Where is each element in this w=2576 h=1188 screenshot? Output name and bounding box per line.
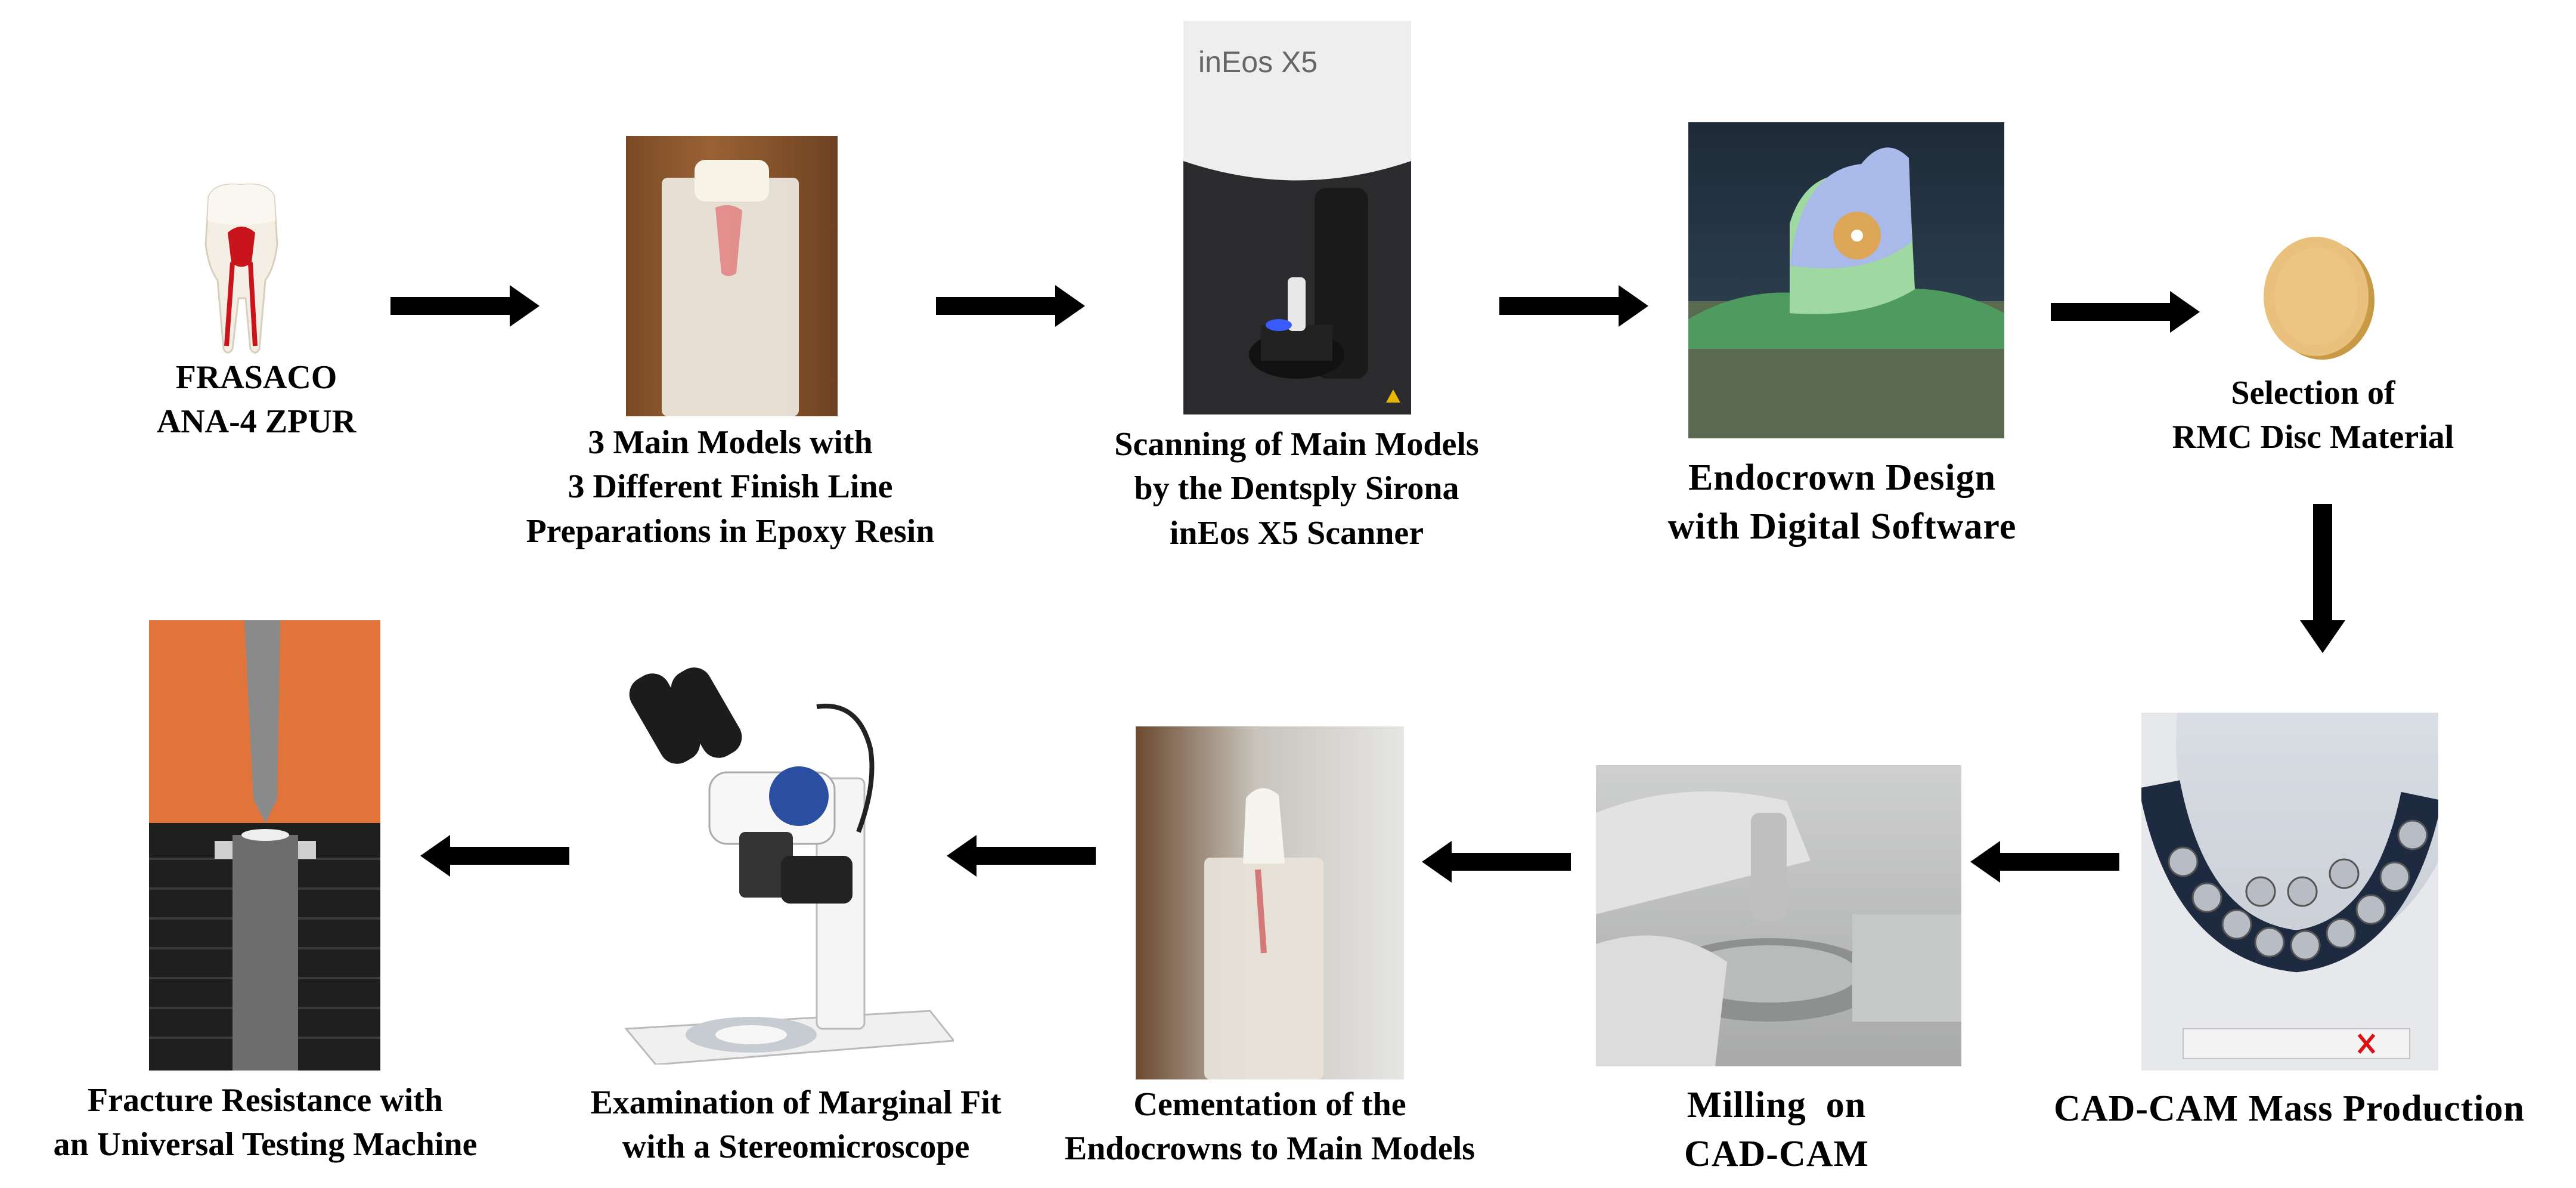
step-caption-disc: Selection of RMC Disc Material (2122, 371, 2504, 460)
caption-line: with Digital Software (1667, 506, 2017, 547)
caption-line: Endocrowns to Main Models (1064, 1130, 1475, 1168)
step-caption-marginal-fit: Examination of Marginal Fit with a Stere… (548, 1081, 1043, 1170)
flow-arrow-right (1499, 285, 1648, 327)
epoxy-model-photo (626, 136, 838, 416)
caption-line: ANA-4 ZPUR (156, 403, 357, 441)
stereomicroscope-photo (620, 653, 954, 1065)
caption-line: Endocrown Design (1688, 457, 1997, 498)
step-caption-main-models: 3 Main Models with 3 Different Finish Li… (477, 420, 984, 553)
flow-arrow-right (2051, 291, 2200, 333)
flow-arrow-left (1970, 841, 2119, 883)
flow-arrow-left (1422, 841, 1571, 883)
caption-line: FRASACO (175, 359, 337, 396)
flow-arrow-right (390, 285, 540, 327)
caption-line: Cementation of the (1133, 1086, 1406, 1123)
cementation-photo (1136, 726, 1404, 1079)
caption-line: Preparations in Epoxy Resin (526, 512, 935, 550)
caption-line: CAD-CAM Mass Production (2054, 1088, 2525, 1129)
caption-line: Examination of Marginal Fit (590, 1084, 1002, 1121)
tooth-photo (191, 179, 292, 358)
caption-line: Fracture Resistance with (87, 1082, 444, 1119)
caption-line: with a Stereomicroscope (622, 1128, 970, 1166)
step-caption-mass-production: CAD-CAM Mass Production (2015, 1084, 2563, 1133)
flow-arrow-right (936, 285, 1085, 327)
caption-line: RMC Disc Material (2172, 419, 2454, 456)
caption-line: Milling on (1687, 1085, 1867, 1125)
milling-photo (1596, 765, 1961, 1066)
flow-arrow-down (2300, 504, 2345, 653)
flow-arrow-left (947, 835, 1096, 877)
flow-arrow-left (420, 835, 569, 877)
testing-machine-photo (149, 620, 380, 1071)
step-caption-scanning: Scanning of Main Models by the Dentsply … (1043, 422, 1550, 555)
step-caption-milling: Milling on CAD-CAM (1657, 1081, 1896, 1179)
caption-line: Selection of (2231, 375, 2395, 412)
step-caption-tooth: FRASACO ANA-4 ZPUR (131, 355, 382, 444)
caption-line: Scanning of Main Models (1114, 426, 1479, 463)
caption-line: CAD-CAM (1684, 1134, 1870, 1175)
rmc-disc-photo (2259, 230, 2379, 364)
endocrown-design-render (1688, 122, 2004, 438)
caption-line: 3 Main Models with (588, 424, 873, 461)
caption-line: inEos X5 Scanner (1169, 514, 1424, 552)
caption-line: an Universal Testing Machine (53, 1126, 478, 1164)
caption-line: 3 Different Finish Line (568, 468, 893, 506)
cad-cam-magazine-photo (2141, 713, 2438, 1071)
caption-line: by the Dentsply Sirona (1134, 470, 1459, 508)
scanner-photo: inEos X5 (1183, 21, 1411, 414)
step-caption-cementation: Cementation of the Endocrowns to Main Mo… (1002, 1082, 1538, 1171)
step-caption-design: Endocrown Design with Digital Software (1610, 453, 2075, 552)
scanner-brand-label: inEos X5 (1198, 45, 1318, 79)
step-caption-fracture: Fracture Resistance with an Universal Te… (6, 1078, 525, 1167)
